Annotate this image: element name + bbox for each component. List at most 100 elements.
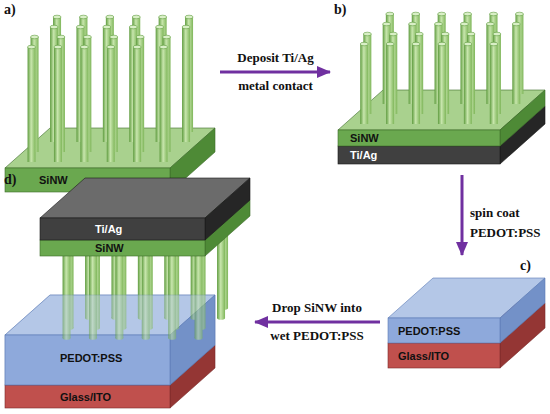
- step-panel: c) PEDOT:PSS Glass/ITO: [380, 255, 550, 375]
- wire-tip: [490, 42, 498, 46]
- layer-label: SiNW: [95, 242, 124, 254]
- wire-tip: [110, 35, 118, 39]
- wire-tip: [106, 15, 114, 19]
- material-layer: Glass/ITO: [388, 343, 500, 368]
- layer-label: PEDOT:PSS: [60, 352, 122, 364]
- wire-body: [54, 47, 62, 162]
- pedot-layer: [388, 278, 545, 343]
- slab-front: [40, 218, 205, 240]
- panel-letter: d): [4, 172, 16, 188]
- wire-tip: [412, 12, 420, 16]
- slab-front: [5, 335, 170, 385]
- wire-tip: [360, 42, 368, 46]
- material-layer: PEDOT:PSS: [388, 318, 500, 343]
- wire-tip: [386, 42, 394, 46]
- wire-tip: [435, 22, 443, 26]
- material-layer: SiNW: [40, 240, 205, 256]
- wire-body: [80, 47, 88, 162]
- wire-tip: [31, 35, 39, 39]
- process-arrow: [255, 321, 380, 324]
- wire-tip: [438, 12, 446, 16]
- slab-side: [500, 278, 545, 343]
- layer-label: Ti/Ag: [95, 223, 122, 235]
- wire-tip: [363, 32, 371, 36]
- wire-tip: [182, 25, 190, 29]
- wire-tip: [159, 15, 167, 19]
- wire-tip: [83, 35, 91, 39]
- wire-tip: [54, 45, 62, 49]
- wire-body: [386, 44, 394, 124]
- wire-tip: [156, 25, 164, 29]
- nanowire: [133, 45, 141, 162]
- material-layer: Glass/ITO: [5, 385, 170, 408]
- wire-body: [160, 47, 168, 162]
- slab-front: [5, 385, 170, 408]
- wire-tip: [515, 12, 523, 16]
- slab-front: [5, 335, 170, 385]
- layer-label: PEDOT:PSS: [398, 325, 460, 337]
- nanowire: [412, 42, 420, 124]
- wire-tip: [441, 32, 449, 36]
- wire-tip: [129, 25, 137, 29]
- wire-body: [464, 44, 472, 124]
- wire-tip: [132, 15, 140, 19]
- wire-tip: [486, 22, 494, 26]
- pedot-layer: [5, 295, 215, 385]
- step-panel: d)Ti/AgSiNWPEDOT:PSSGlass/ITO: [0, 170, 255, 414]
- wire-tip: [383, 22, 391, 26]
- layer-label: Glass/ITO: [398, 350, 449, 362]
- nanowire: [512, 22, 520, 104]
- material-layer: SiNW: [338, 130, 500, 146]
- pedot-overlay: [5, 295, 215, 385]
- nanowire: [464, 42, 472, 124]
- wire-tip: [217, 316, 225, 320]
- wire-tip: [80, 45, 88, 49]
- wire-tip: [133, 45, 141, 49]
- wire-tip: [76, 25, 84, 29]
- nanowire: [80, 45, 88, 162]
- wire-tip: [460, 22, 468, 26]
- process-arrow: [461, 175, 464, 255]
- wire-tip: [412, 42, 420, 46]
- wire-tip: [464, 42, 472, 46]
- wire-tip: [464, 12, 472, 16]
- wire-tip: [103, 25, 111, 29]
- material-layer: PEDOT:PSS: [5, 335, 170, 385]
- metal-contact: [40, 178, 250, 240]
- nanowire: [54, 45, 62, 162]
- wire-body: [28, 47, 36, 162]
- wire-body: [512, 24, 520, 104]
- slab-front: [40, 240, 205, 256]
- slab-front: [388, 343, 500, 368]
- wire-tip: [386, 12, 394, 16]
- wire-body: [182, 27, 190, 142]
- wire-body: [438, 44, 446, 124]
- material-layer: SiNW: [5, 168, 170, 192]
- wire-tip: [512, 22, 520, 26]
- wire-tip: [163, 35, 171, 39]
- wire-tip: [28, 45, 36, 49]
- wire-tip: [136, 35, 144, 39]
- nanowire: [28, 45, 36, 162]
- panel-letter: a): [4, 2, 16, 18]
- wire-body: [490, 44, 498, 124]
- wire-tip: [490, 12, 498, 16]
- wire-tip: [50, 25, 58, 29]
- panel-letter: c): [520, 258, 531, 274]
- step-panel: b)SiNWTi/Ag: [330, 0, 550, 175]
- slab-front: [388, 318, 500, 343]
- step-label: Drop SiNW into wet PEDOT:PSS: [265, 294, 369, 350]
- nanowire: [386, 42, 394, 124]
- wire-tip: [79, 15, 87, 19]
- wire-tip: [493, 32, 501, 36]
- wire-tip: [467, 32, 475, 36]
- layer-label: SiNW: [350, 132, 379, 144]
- wire-tip: [107, 45, 115, 49]
- slab-side: [170, 295, 215, 385]
- slab-side: [205, 178, 250, 240]
- nanowire: [438, 42, 446, 124]
- wire-body: [107, 47, 115, 162]
- step-panel: a) SiNW: [0, 0, 220, 200]
- nanowire: [160, 45, 168, 162]
